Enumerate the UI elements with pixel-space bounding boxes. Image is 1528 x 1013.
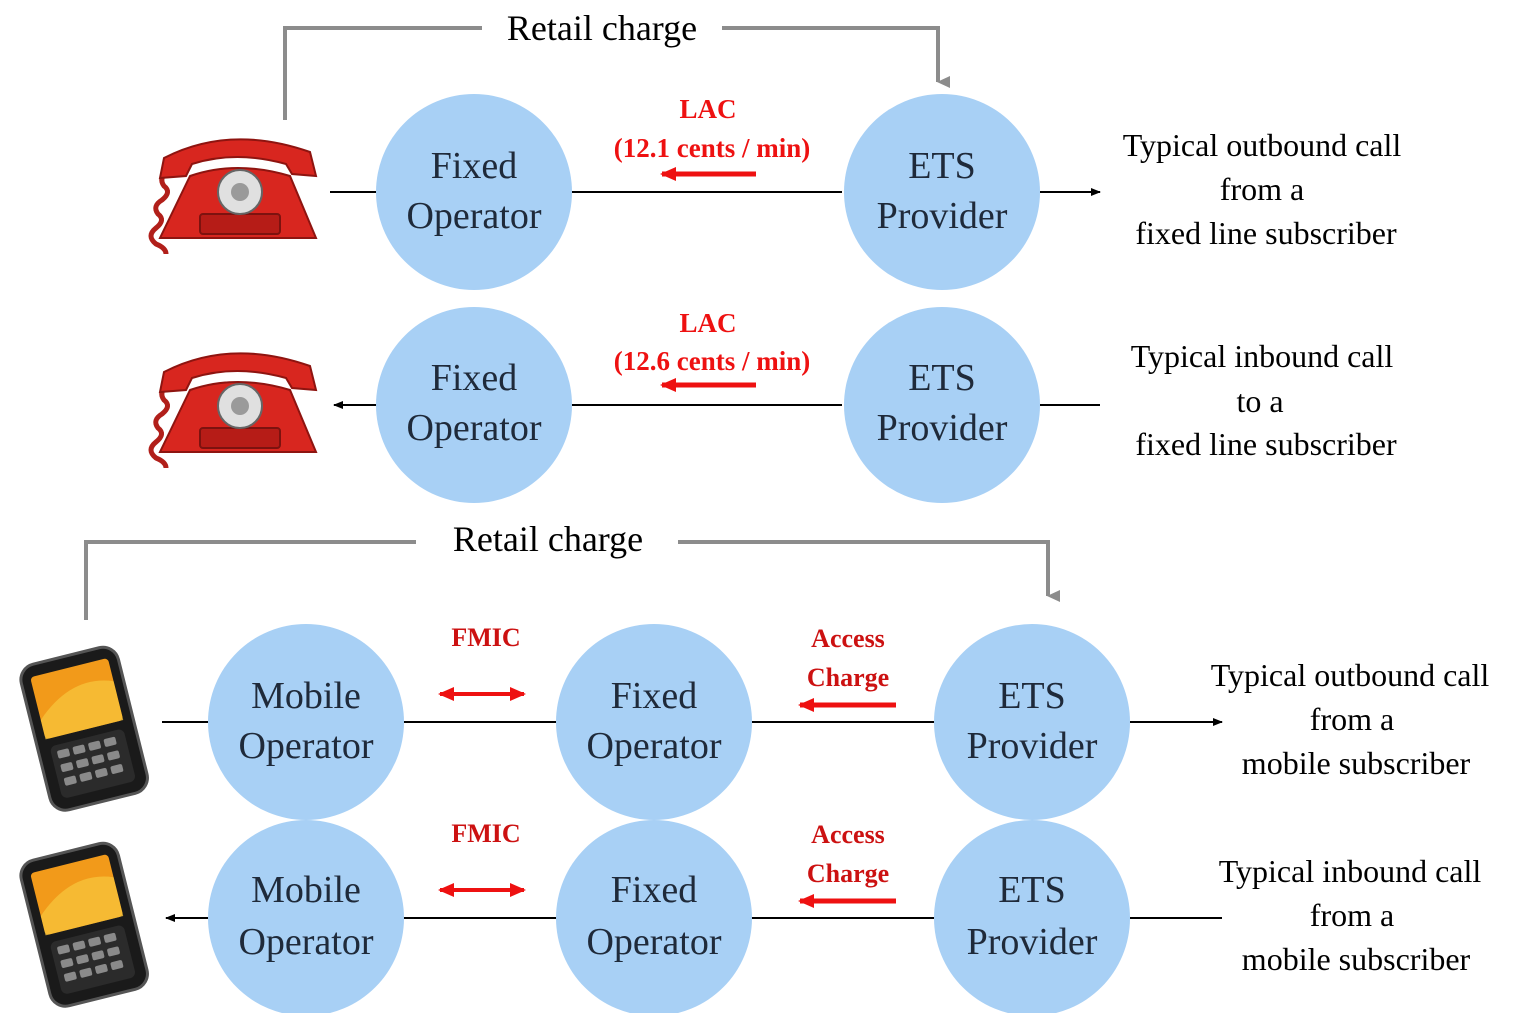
description-line1: Typical inbound call <box>1131 338 1394 374</box>
fixed-operator-label-line1: Fixed <box>431 145 518 187</box>
lac-rate: (12.6 cents / min) <box>614 346 810 376</box>
access-charge-line2: Charge <box>807 663 889 692</box>
description-line2: from a <box>1310 701 1394 737</box>
lac-title: LAC <box>679 308 736 338</box>
fixed-operator-label-line2: Operator <box>406 407 541 449</box>
description-line1: Typical inbound call <box>1219 853 1482 889</box>
fixed-operator-node <box>376 94 572 290</box>
rotary-telephone-icon <box>148 352 318 469</box>
access-charge-line1: Access <box>811 820 885 849</box>
smartphone-icon <box>19 841 149 1008</box>
ets-provider-label-line2: Provider <box>877 407 1008 449</box>
mobile-operator-label-line1: Mobile <box>251 869 361 911</box>
access-charge-line2: Charge <box>807 859 889 888</box>
fixed-row-inbound: Fixed Operator ETS Provider LAC (12.6 ce… <box>333 307 1397 503</box>
fixed-operator-label-line1: Fixed <box>431 357 518 399</box>
fmic-label: FMIC <box>451 819 520 848</box>
fixed-operator-label-line2: Operator <box>586 921 721 963</box>
retail-charge-bottom-connector: Retail charge <box>84 519 1060 620</box>
fixed-operator-label-line1: Fixed <box>611 675 698 717</box>
ets-provider-node <box>844 307 1040 503</box>
mobile-operator-node <box>208 820 404 1013</box>
retail-charge-bottom-label: Retail charge <box>453 519 643 559</box>
mobile-row-inbound: Mobile Operator Fixed Operator ETS Provi… <box>165 819 1482 1013</box>
fixed-row-outbound: Fixed Operator ETS Provider LAC (12.1 ce… <box>330 94 1401 290</box>
fixed-operator-label-line1: Fixed <box>611 869 698 911</box>
ets-provider-label-line1: ETS <box>998 869 1066 911</box>
description-line3: fixed line subscriber <box>1135 426 1397 462</box>
mobile-operator-label-line2: Operator <box>238 725 373 767</box>
fixed-operator-node <box>376 307 572 503</box>
description-line3: fixed line subscriber <box>1135 215 1397 251</box>
fixed-operator-node <box>556 820 752 1013</box>
lac-title: LAC <box>679 94 736 124</box>
smartphone-icon <box>19 645 149 812</box>
ets-provider-label-line2: Provider <box>967 921 1098 963</box>
ets-provider-node <box>934 820 1130 1013</box>
ets-provider-label-line1: ETS <box>998 675 1066 717</box>
ets-provider-label-line1: ETS <box>908 357 976 399</box>
description-line1: Typical outbound call <box>1211 657 1490 693</box>
lac-rate: (12.1 cents / min) <box>614 133 810 163</box>
fixed-operator-label-line2: Operator <box>586 725 721 767</box>
ets-provider-label-line2: Provider <box>877 195 1008 237</box>
fixed-operator-node <box>556 624 752 820</box>
description-line2: from a <box>1220 171 1304 207</box>
mobile-row-outbound: Mobile Operator Fixed Operator ETS Provi… <box>162 623 1489 820</box>
ets-provider-node <box>844 94 1040 290</box>
description-line2: from a <box>1310 897 1394 933</box>
ets-provider-label-line2: Provider <box>967 725 1098 767</box>
description-line3: mobile subscriber <box>1242 941 1471 977</box>
fixed-operator-label-line2: Operator <box>406 195 541 237</box>
description-line1: Typical outbound call <box>1123 127 1402 163</box>
rotary-telephone-icon <box>148 138 318 255</box>
description-line3: mobile subscriber <box>1242 745 1471 781</box>
access-charge-line1: Access <box>811 624 885 653</box>
fmic-label: FMIC <box>451 623 520 652</box>
mobile-operator-label-line1: Mobile <box>251 675 361 717</box>
ets-provider-node <box>934 624 1130 820</box>
retail-charge-top-connector: Retail charge <box>283 8 950 120</box>
mobile-operator-node <box>208 624 404 820</box>
mobile-operator-label-line2: Operator <box>238 921 373 963</box>
retail-charge-top-label: Retail charge <box>507 8 697 48</box>
ets-provider-label-line1: ETS <box>908 145 976 187</box>
description-line2: to a <box>1236 383 1283 419</box>
